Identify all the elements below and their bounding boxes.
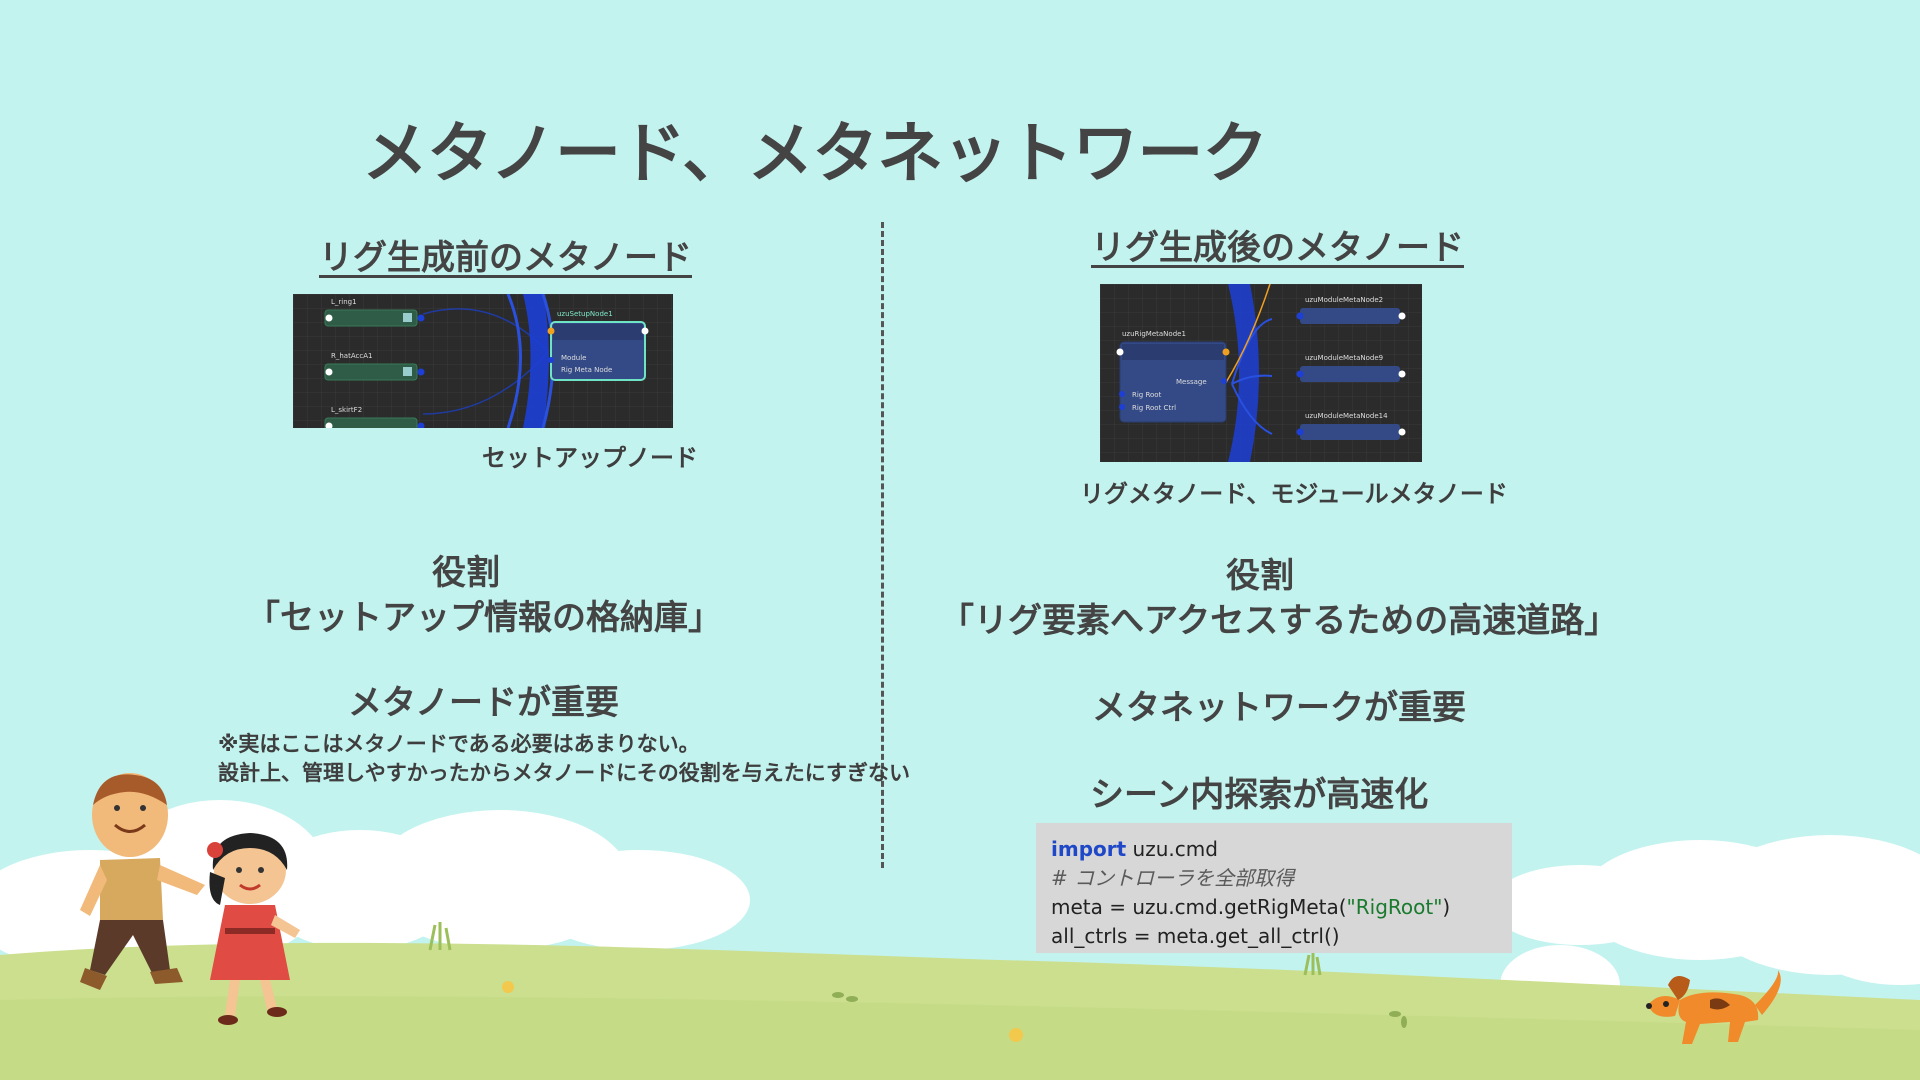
clouds (0, 800, 1920, 1025)
grass-tufts (428, 922, 1322, 976)
right-role-text: 「リグ要素へアクセスするための高速道路」 (940, 601, 1619, 641)
left-importance: メタノードが重要 (348, 683, 619, 723)
right-role-label: 役割 (1226, 556, 1294, 596)
right-importance: メタネットワークが重要 (1092, 688, 1466, 728)
boy-figure (80, 773, 205, 990)
rig-node-label: uzuRigMetaNode1 (1122, 330, 1186, 338)
left-note-line2: 設計上、管理しやすかったからメタノードにその役割を与えたにすぎない (218, 761, 910, 785)
code-line-2: # コントローラを全部取得 (1051, 866, 1295, 890)
node-label-skirt: L_skirtF2 (331, 406, 362, 414)
setup-attr-module: Module (561, 354, 586, 362)
module-node-label-14: uzuModuleMetaNode14 (1305, 412, 1388, 420)
code-snippet: import uzu.cmd # コントローラを全部取得 meta = uzu.… (1036, 823, 1512, 953)
rig-attr-rootctrl: Rig Root Ctrl (1132, 404, 1176, 412)
rig-attr-root: Rig Root (1132, 391, 1162, 399)
left-role-text: 「セットアップ情報の格納庫」 (246, 598, 722, 638)
setup-node-graph-image: L_ring1 R_hatAccA1 L_skirtF2 (293, 294, 673, 428)
right-heading: リグ生成後のメタノード (1091, 228, 1464, 268)
leaves (832, 992, 1407, 1028)
page-title: メタノード、メタネットワーク (362, 115, 1268, 192)
flowers (502, 981, 1023, 1042)
left-heading: リグ生成前のメタノード (319, 238, 692, 278)
left-image-caption: セットアップノード (482, 444, 698, 472)
node-label-ring1: L_ring1 (331, 298, 357, 306)
left-note-line1: ※実はここはメタノードである必要はあまりない。 (218, 732, 700, 756)
node-label-setup: uzuSetupNode1 (557, 310, 613, 318)
module-node-label-2: uzuModuleMetaNode2 (1305, 296, 1383, 304)
setup-attr-rigmeta: Rig Meta Node (561, 366, 612, 374)
right-image-caption: リグメタノード、モジュールメタノード (1080, 480, 1508, 508)
left-role-label: 役割 (432, 553, 500, 593)
children-illustration (80, 773, 300, 1025)
code-line-4: all_ctrls = meta.get_all_ctrl() (1051, 924, 1340, 948)
code-line-3: meta = uzu.cmd.getRigMeta("RigRoot") (1051, 895, 1451, 919)
rig-attr-message: Message (1176, 378, 1207, 386)
girl-figure (207, 833, 300, 1025)
right-speedup: シーン内探索が高速化 (1090, 775, 1429, 815)
rig-meta-node-graph-image: uzuRigMetaNode1 Message Rig Root Rig Roo… (1100, 284, 1422, 462)
module-node-label-9: uzuModuleMetaNode9 (1305, 354, 1383, 362)
center-divider (881, 222, 884, 868)
code-line-1: import uzu.cmd (1051, 837, 1218, 861)
node-label-hatacc: R_hatAccA1 (331, 352, 372, 360)
dog-illustration (1646, 970, 1781, 1044)
